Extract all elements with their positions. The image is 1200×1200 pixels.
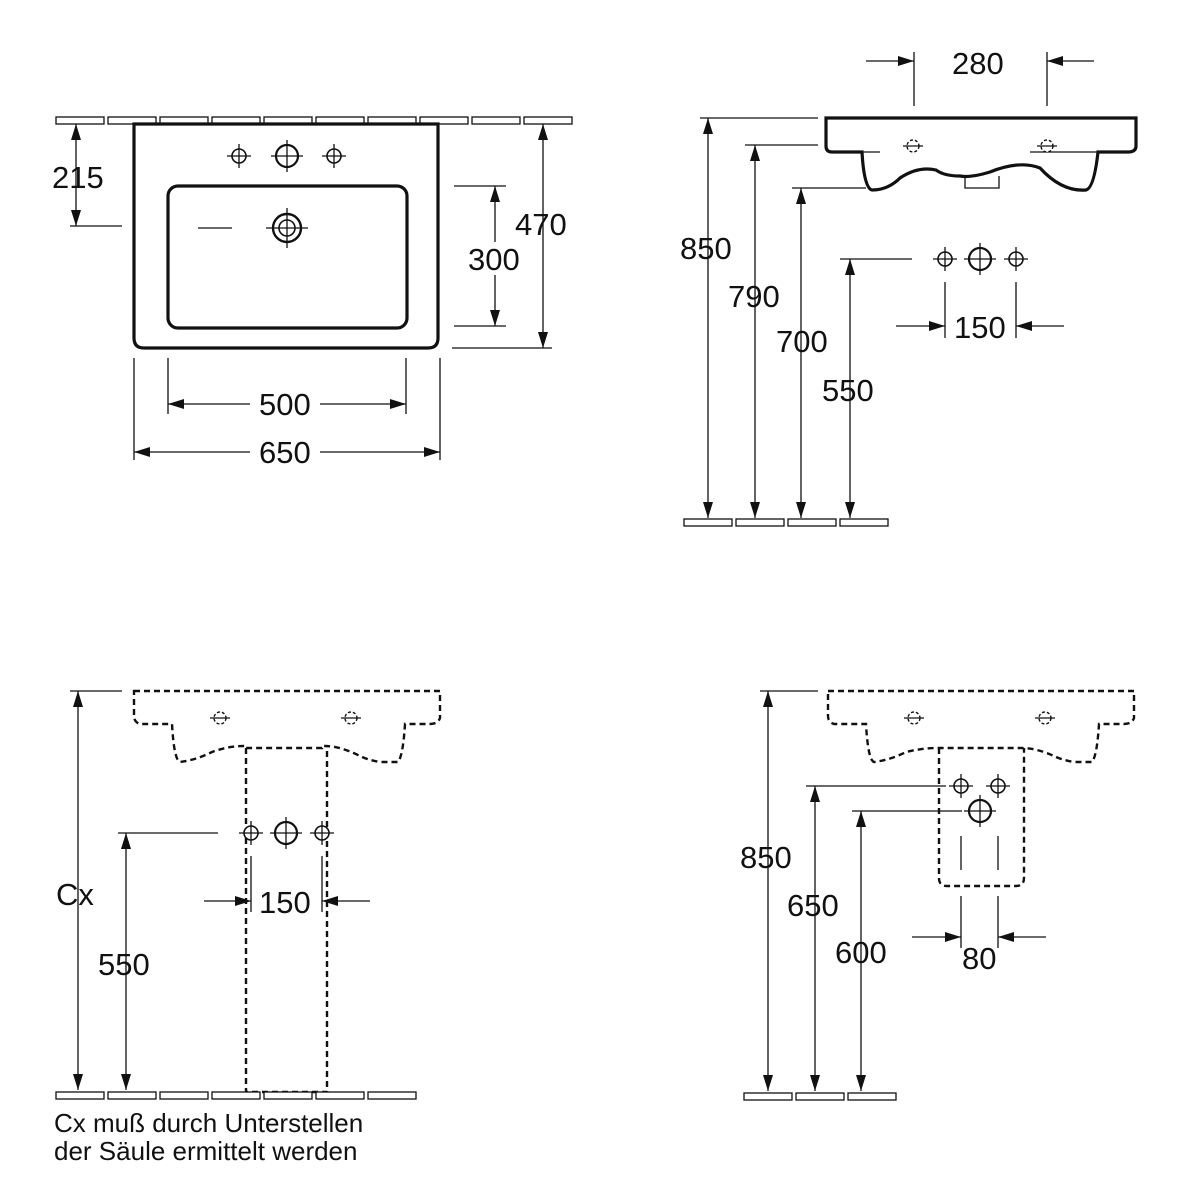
basin-dashed-outline bbox=[132, 689, 442, 764]
cx-note-line2: der Säule ermittelt werden bbox=[54, 1136, 357, 1166]
dim-500-label: 500 bbox=[259, 387, 311, 422]
floor-line-semi-pedestal bbox=[743, 1092, 897, 1101]
supply-hole-icon bbox=[948, 773, 1011, 829]
dim-300-label: 300 bbox=[468, 242, 520, 277]
supply-hole-icon bbox=[238, 815, 335, 851]
dim-470-label: 470 bbox=[515, 207, 567, 242]
semi-pedestal-outline bbox=[937, 748, 1026, 888]
drain-icon bbox=[198, 208, 308, 248]
pedestal-view: Cx 550 150 Cx muß durch Unterstellen der… bbox=[54, 689, 442, 1166]
dim-80-label: 80 bbox=[962, 941, 996, 976]
mounting-hole-icon bbox=[902, 139, 1058, 153]
floor-line-side bbox=[683, 518, 889, 527]
basin-outline bbox=[132, 122, 440, 350]
semi-pedestal-view: 850 650 600 80 bbox=[740, 689, 1136, 1101]
dim-550-label: 550 bbox=[98, 947, 150, 982]
dim-215-label: 215 bbox=[52, 160, 104, 195]
pedestal-outline bbox=[244, 748, 329, 1094]
top-view: 215 300 470 500 650 bbox=[52, 116, 573, 470]
dim-280-label: 280 bbox=[952, 46, 1004, 81]
mounting-hole-icon bbox=[903, 711, 1056, 725]
dim-850-label: 850 bbox=[740, 840, 792, 875]
dim-150-label: 150 bbox=[954, 310, 1006, 345]
dim-650-label: 650 bbox=[259, 435, 311, 470]
side-view: 280 850 790 700 550 150 bbox=[680, 46, 1138, 527]
dim-550-label: 550 bbox=[822, 373, 874, 408]
floor-line-pedestal bbox=[55, 1091, 417, 1100]
tap-hole-icon bbox=[226, 138, 347, 174]
cx-note-line1: Cx muß durch Unterstellen bbox=[54, 1108, 363, 1138]
basin-dashed-outline bbox=[826, 689, 1136, 764]
basin-side-outline bbox=[824, 116, 1138, 192]
dim-600-label: 600 bbox=[835, 935, 887, 970]
dim-850-label: 850 bbox=[680, 231, 732, 266]
bowl-outline bbox=[166, 184, 409, 330]
dim-790-label: 790 bbox=[728, 279, 780, 314]
dim-700-label: 700 bbox=[776, 324, 828, 359]
dim-650-label: 650 bbox=[787, 888, 839, 923]
dim-cx-label: Cx bbox=[56, 877, 94, 912]
dim-150-label: 150 bbox=[259, 885, 311, 920]
supply-hole-icon bbox=[932, 241, 1029, 277]
mounting-hole-icon bbox=[209, 711, 362, 725]
